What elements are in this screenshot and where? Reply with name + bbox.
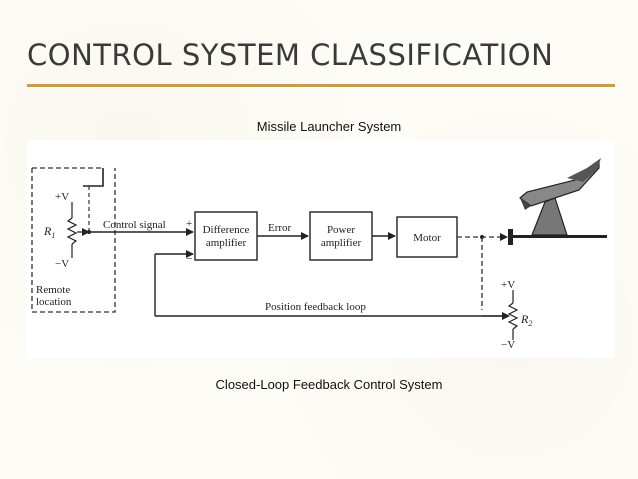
diagram-caption-bottom: Closed-Loop Feedback Control System [0, 377, 638, 392]
remote-location-line1: Remote [36, 284, 70, 296]
supply-neg-right: −V [501, 339, 515, 351]
block-diagram-svg: +V R1 −V Remote location Control signal … [31, 158, 607, 351]
motor-label: Motor [413, 232, 441, 244]
title-underline [27, 84, 615, 87]
position-feedback-label: Position feedback loop [265, 301, 366, 313]
remote-location-box [31, 168, 116, 313]
diagram-caption-top: Missile Launcher System [0, 119, 638, 134]
minus-sign: − [186, 253, 192, 265]
remote-location-line2: location [36, 296, 72, 308]
junction-left [87, 230, 91, 234]
joystick-handle [83, 168, 104, 187]
resistor-left-label: R1 [43, 224, 55, 240]
resistor-r2 [507, 302, 519, 330]
difference-amplifier-line1: Difference [203, 224, 250, 236]
plus-sign: + [186, 218, 192, 230]
difference-amplifier-block [194, 211, 258, 261]
difference-amplifier-line2: amplifier [206, 237, 247, 249]
power-amplifier-line2: amplifier [321, 237, 362, 249]
caption-top-text: Missile Launcher System [256, 119, 402, 134]
supply-neg-left: −V [55, 258, 69, 270]
missile-launcher-illustration [508, 158, 607, 245]
supply-pos-left: +V [55, 191, 69, 203]
power-amplifier-line1: Power [327, 224, 355, 236]
slide-title: CONTROL SYSTEM CLASSIFICATION [27, 38, 554, 72]
supply-pos-right: +V [501, 279, 515, 291]
resistor-r1 [66, 217, 78, 245]
power-amplifier-block [309, 211, 373, 261]
caption-bottom-text: Closed-Loop Feedback Control System [215, 377, 443, 392]
block-diagram: +V R1 −V Remote location Control signal … [27, 140, 615, 358]
error-label: Error [268, 222, 292, 234]
control-signal-label: Control signal [103, 219, 166, 231]
resistor-right-label: R2 [520, 312, 532, 328]
